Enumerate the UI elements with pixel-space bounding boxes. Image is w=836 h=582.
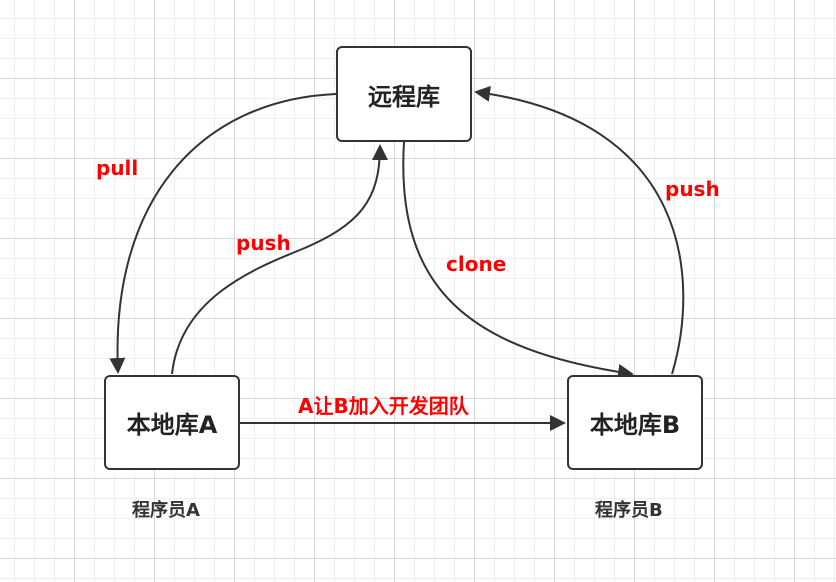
push-a-label: push [236, 231, 291, 255]
clone-label: clone [446, 252, 507, 276]
push-b-arrow [474, 85, 685, 375]
clone-arrow [402, 141, 634, 380]
local-repo-b-node: 本地库B [567, 375, 703, 470]
local-repo-a-node: 本地库A [104, 375, 240, 470]
pull-arrow [109, 93, 337, 374]
push-b-label: push [665, 177, 720, 201]
push-a-arrow [171, 144, 388, 375]
invite-label: A让B加入开发团队 [298, 394, 469, 418]
programmer-b-caption: 程序员B [595, 500, 663, 521]
pull-label: pull [96, 156, 139, 180]
remote-repo-node: 远程库 [336, 46, 472, 142]
programmer-a-caption: 程序员A [132, 500, 200, 521]
